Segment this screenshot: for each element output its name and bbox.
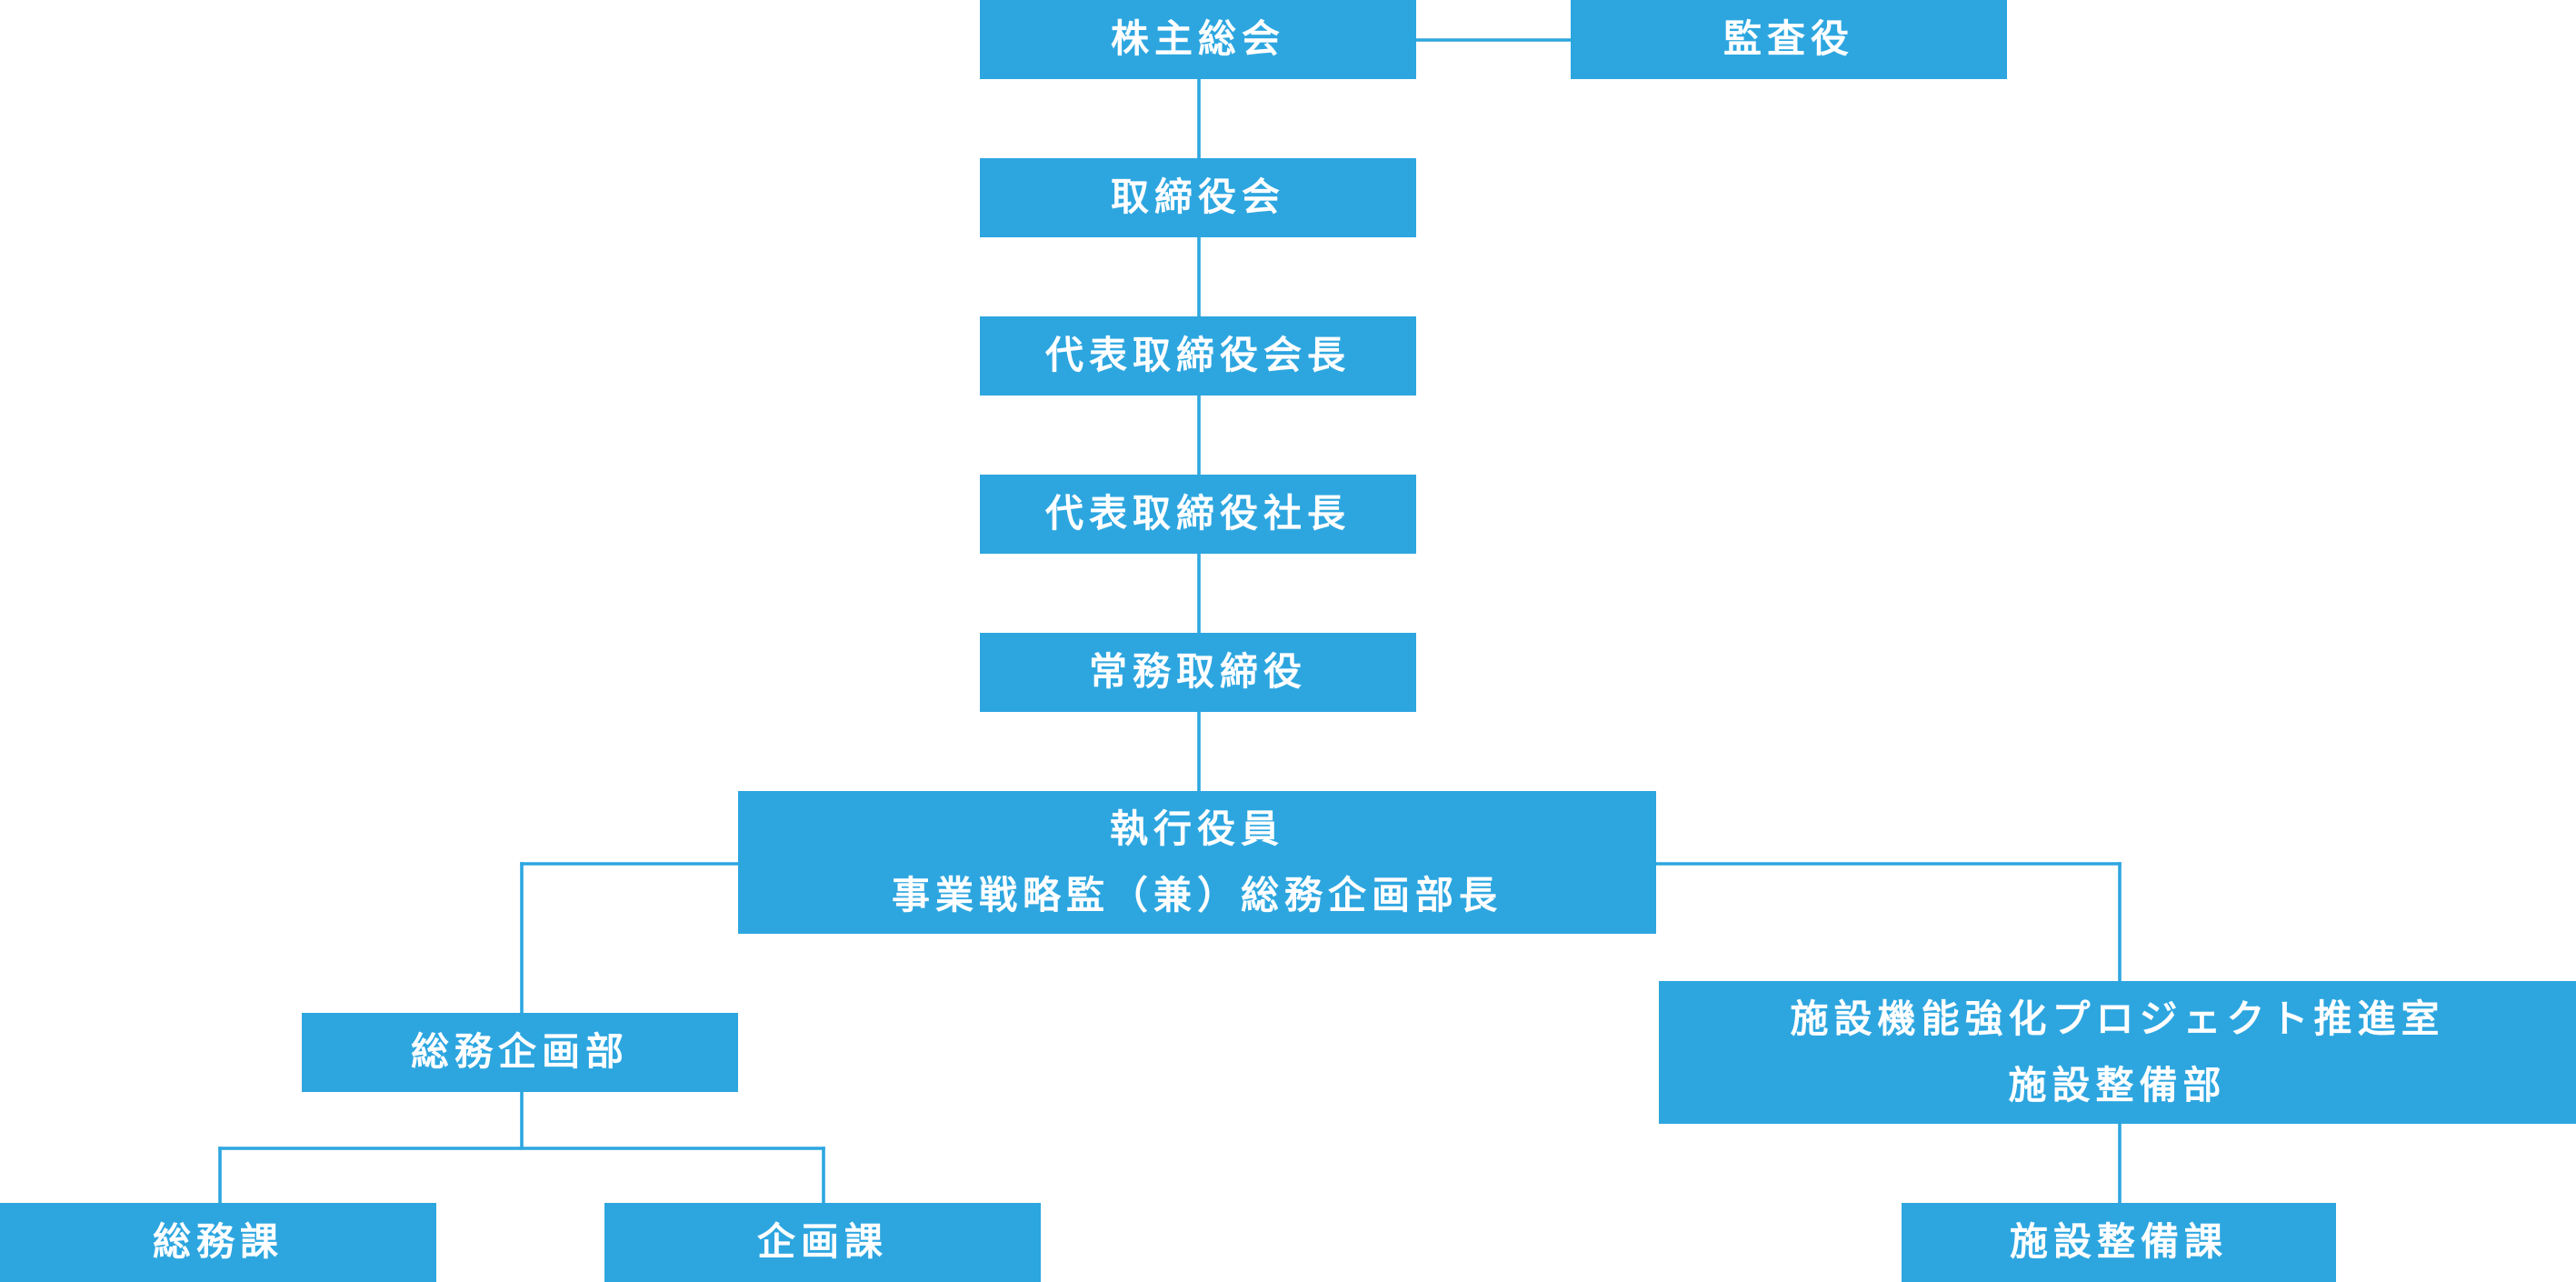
node-label-line-1: 施設機能強化プロジェクト推進室 (1790, 997, 2445, 1042)
node-general-planning-dept: 総務企画部 (302, 1013, 738, 1092)
node-shareholders-meeting: 株主総会 (980, 0, 1416, 79)
node-chairman: 代表取締役会長 (980, 316, 1416, 396)
node-label-line-2: 施設整備部 (2008, 1062, 2227, 1107)
node-label: 代表取締役社長 (1044, 491, 1351, 536)
node-label: 代表取締役会長 (1044, 333, 1351, 378)
node-label: 総務課 (152, 1219, 284, 1265)
node-label: 常務取締役 (1088, 649, 1307, 695)
node-label: 総務企画部 (410, 1029, 629, 1075)
node-auditor: 監査役 (1571, 0, 2007, 79)
node-label: 企画課 (756, 1219, 888, 1265)
node-facility-maintenance-section: 施設整備課 (1902, 1203, 2336, 1282)
node-facility-strengthening-office: 施設機能強化プロジェクト推進室 施設整備部 (1659, 981, 2576, 1124)
node-planning-section: 企画課 (604, 1203, 1041, 1282)
node-label: 施設整備課 (2009, 1219, 2228, 1265)
node-president: 代表取締役社長 (980, 475, 1416, 554)
node-label: 監査役 (1722, 16, 1854, 62)
node-label: 株主総会 (1110, 16, 1285, 62)
node-executive-officer: 執行役員 事業戦略監（兼）総務企画部長 (738, 791, 1656, 934)
node-label-line-2: 事業戦略監（兼）総務企画部長 (891, 872, 1503, 917)
node-label: 取締役会 (1110, 175, 1285, 220)
node-board-of-directors: 取締役会 (980, 158, 1416, 237)
node-label-line-1: 執行役員 (1109, 806, 1284, 852)
node-managing-director: 常務取締役 (980, 633, 1416, 712)
node-general-affairs-section: 総務課 (0, 1203, 436, 1282)
